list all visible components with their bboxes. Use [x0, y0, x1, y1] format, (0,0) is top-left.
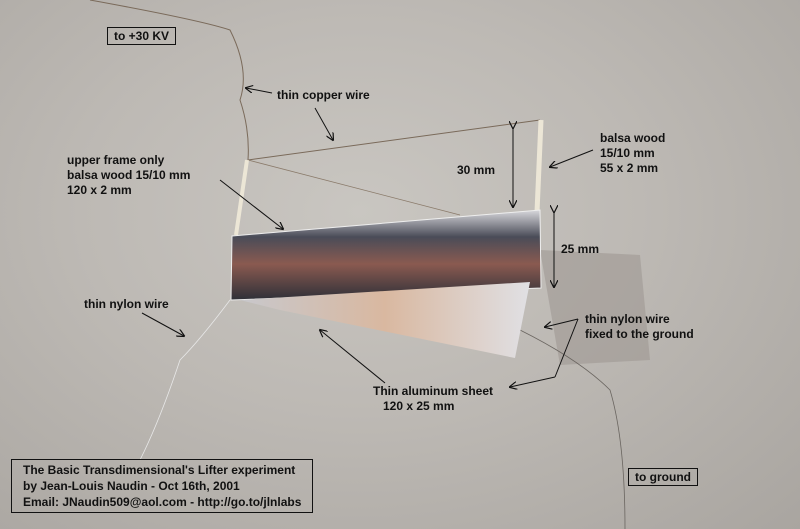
voltage-label: to +30 KV [107, 27, 177, 45]
upper-frame-label: upper frame only balsa wood 15/10 mm 120… [67, 153, 190, 198]
aluminum-line: 120 x 25 mm [383, 399, 455, 413]
balsa-post-left [234, 159, 249, 236]
credit-author: by Jean-Louis Naudin - Oct 16th, 2001 [23, 479, 240, 493]
upper-frame-line: 120 x 2 mm [67, 183, 132, 197]
balsa-post-label: balsa wood 15/10 mm 55 x 2 mm [600, 131, 665, 176]
nylon-wire-left [139, 299, 231, 461]
credit-box: The Basic Transdimensional's Lifter expe… [11, 459, 314, 513]
balsa-post-line: 15/10 mm [600, 146, 655, 160]
balsa-post-right [534, 119, 544, 213]
credit-title: The Basic Transdimensional's Lifter expe… [23, 463, 296, 477]
nylon-wire-right [519, 329, 626, 529]
copper-wire [89, 0, 541, 161]
upper-frame-line: balsa wood 15/10 mm [67, 168, 191, 182]
aluminum-line: Thin aluminum sheet [373, 384, 494, 398]
sheet-height-label: 25 mm [561, 242, 600, 256]
upper-frame-line: upper frame only [67, 153, 165, 167]
nylon-left-label: thin nylon wire [84, 297, 169, 311]
balsa-post-line: 55 x 2 mm [600, 161, 659, 175]
aluminum-label: Thin aluminum sheet 120 x 25 mm [373, 384, 493, 414]
aluminum-skirt [240, 282, 530, 358]
gap-label: 30 mm [457, 163, 496, 177]
balsa-post-line: balsa wood [600, 131, 666, 145]
lifter-shadow [540, 250, 650, 365]
aluminum-band [230, 209, 542, 301]
ground-label: to ground [628, 468, 698, 486]
credit-contact: Email: JNaudin509@aol.com - http://go.to… [23, 495, 302, 509]
nylon-right-line: fixed to the ground [585, 327, 694, 341]
nylon-right-label: thin nylon wire fixed to the ground [585, 312, 694, 342]
copper-wire-label: thin copper wire [277, 88, 370, 102]
nylon-right-line: thin nylon wire [585, 312, 670, 326]
